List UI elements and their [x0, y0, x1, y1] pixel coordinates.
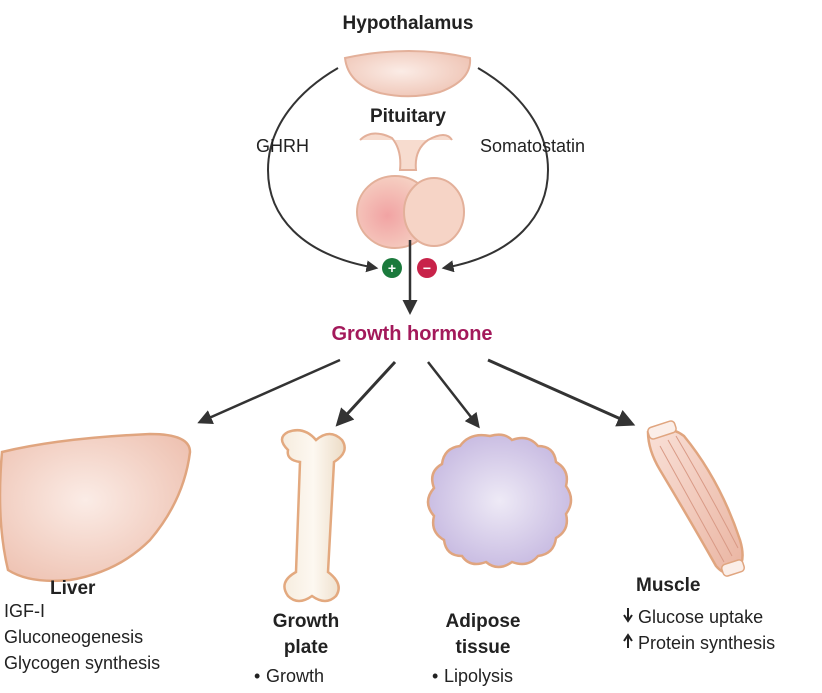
muscle-item-protein: Protein synthesis	[623, 633, 775, 653]
ghrh-label: GHRH	[256, 136, 309, 156]
hypothalamus: Hypothalamus	[343, 13, 474, 98]
adipose-tissue: Adipose tissue • Lipolysis	[426, 433, 573, 686]
growth-plate-title-line1: Growth	[273, 611, 340, 632]
adipose-shape	[426, 433, 573, 569]
liver-item-igf: IGF-I	[4, 601, 45, 621]
muscle-tendon-top	[647, 420, 677, 440]
pituitary: Pituitary	[356, 106, 465, 249]
muscle-item-glucose-text: Glucose uptake	[638, 607, 763, 627]
pituitary-label: Pituitary	[370, 106, 446, 127]
muscle-title: Muscle	[636, 575, 700, 596]
bone-shape	[280, 429, 346, 603]
liver-title: Liver	[50, 578, 96, 599]
arrow-down-icon	[623, 608, 633, 623]
hypothalamus-shape	[343, 50, 472, 98]
feedback-arcs: GHRH Somatostatin	[256, 67, 585, 273]
adipose-title-line2: tissue	[456, 637, 511, 658]
plus-sign: +	[388, 260, 396, 276]
muscle-tendon-bottom	[720, 559, 746, 577]
liver-shape	[0, 432, 192, 583]
growth-plate-bullet: •	[254, 666, 260, 686]
adipose-bullet: •	[432, 666, 438, 686]
ghrh-arc	[266, 67, 379, 273]
arrow-to-muscle	[487, 358, 636, 427]
muscle: Muscle Glucose uptake Protein synthesis	[623, 420, 775, 653]
plus-circle	[382, 258, 402, 278]
arrow-up-icon	[623, 633, 633, 648]
growth-plate-item: Growth	[266, 666, 324, 686]
growth-plate-title-line2: plate	[284, 637, 328, 658]
regulation-signs: + −	[382, 258, 437, 278]
growth-plate: Growth plate • Growth	[254, 429, 346, 686]
minus-circle	[417, 258, 437, 278]
liver-item-gluconeogenesis: Gluconeogenesis	[4, 627, 143, 647]
adipose-item: Lipolysis	[444, 666, 513, 686]
somatostatin-arc	[441, 67, 550, 273]
muscle-fibers	[659, 435, 739, 563]
somatostatin-label: Somatostatin	[480, 136, 585, 156]
minus-sign: −	[423, 260, 431, 276]
growth-hormone-label: Growth hormone	[331, 323, 492, 345]
adipose-title-line1: Adipose	[446, 611, 521, 632]
hypothalamus-label: Hypothalamus	[343, 13, 474, 34]
pituitary-posterior-lobe	[403, 177, 465, 247]
muscle-item-glucose: Glucose uptake	[623, 607, 763, 627]
pituitary-stalk	[359, 132, 453, 171]
arrow-to-liver	[197, 358, 341, 424]
liver: Liver IGF-I Gluconeogenesis Glycogen syn…	[0, 432, 192, 673]
arrow-to-growth-plate	[335, 360, 397, 427]
target-arrows	[197, 358, 636, 429]
muscle-item-protein-text: Protein synthesis	[638, 633, 775, 653]
arrow-to-adipose	[427, 361, 480, 429]
liver-item-glycogen: Glycogen synthesis	[4, 653, 160, 673]
